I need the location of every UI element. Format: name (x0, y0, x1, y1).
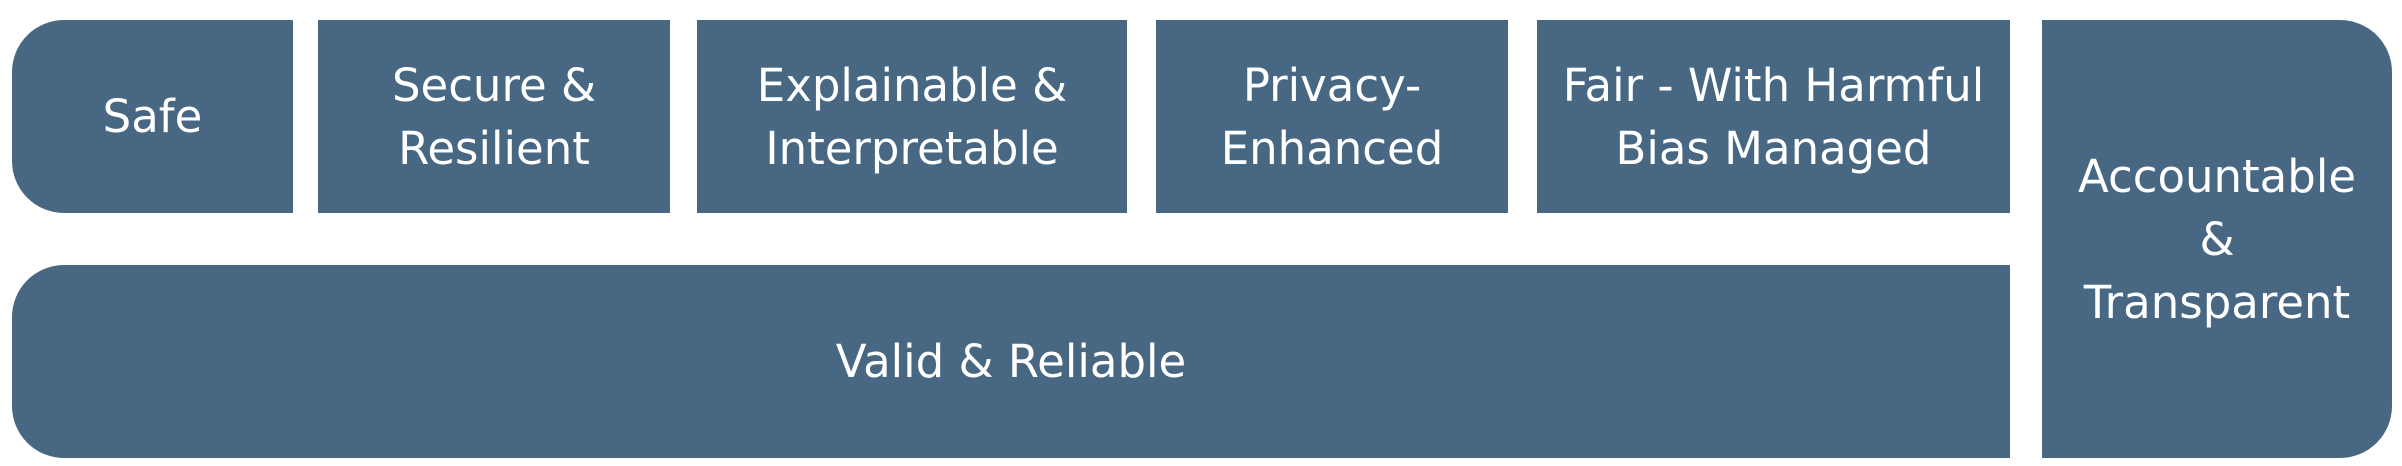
valid-reliable-box: Valid & Reliable (12, 265, 2010, 458)
privacy-enhanced-box: Privacy- Enhanced (1156, 20, 1508, 213)
fair-bias-managed-label-line-1: Fair - With Harmful (1562, 58, 1985, 112)
explainable-interpretable-label-line-1: Explainable & (756, 58, 1068, 112)
secure-resilient-box: Secure & Resilient (318, 20, 670, 213)
privacy-enhanced-label-line-1: Privacy- (1242, 58, 1422, 112)
accountable-transparent-label-line-1: Accountable (2077, 149, 2357, 203)
fair-bias-managed-box: Fair - With Harmful Bias Managed (1537, 20, 2010, 213)
accountable-transparent-box: Accountable & Transparent (2042, 20, 2392, 458)
accountable-transparent-label-line-3: Transparent (2083, 275, 2351, 329)
safe-label: Safe (102, 90, 203, 143)
fair-bias-managed-label-line-2: Bias Managed (1615, 121, 1932, 175)
safe-box: Safe (12, 20, 293, 213)
explainable-interpretable-label-line-2: Interpretable (765, 121, 1059, 175)
accountable-transparent-label-line-2: & (2199, 212, 2235, 266)
explainable-interpretable-box: Explainable & Interpretable (697, 20, 1127, 213)
secure-resilient-label-line-2: Resilient (398, 121, 590, 175)
privacy-enhanced-label-line-2: Enhanced (1220, 121, 1444, 175)
valid-reliable-label: Valid & Reliable (835, 335, 1187, 388)
secure-resilient-label-line-1: Secure & (391, 58, 597, 112)
